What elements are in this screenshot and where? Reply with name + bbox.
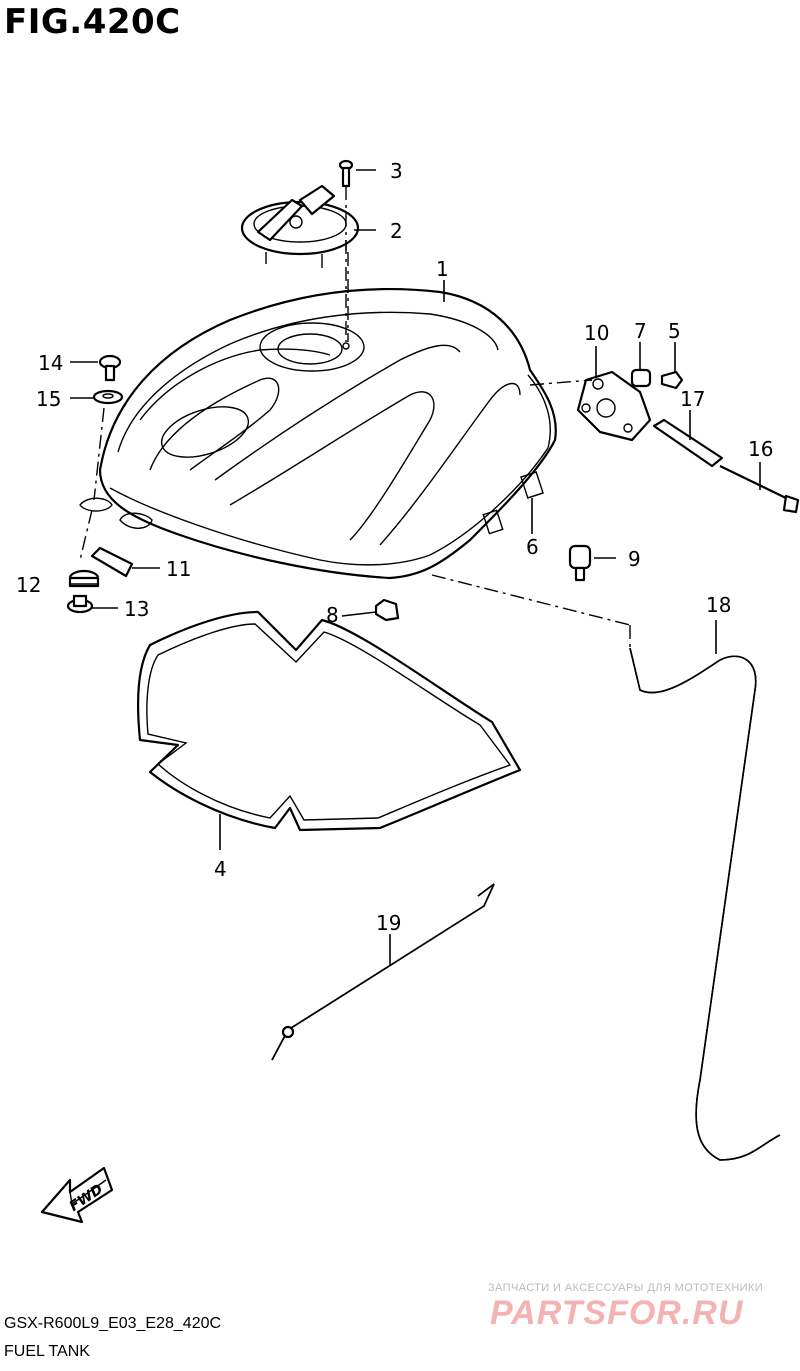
- breather-hose[interactable]: [629, 647, 781, 1161]
- cushion-12[interactable]: [68, 569, 100, 588]
- callout-13: 13: [124, 597, 149, 621]
- screw[interactable]: [338, 159, 354, 188]
- washer-15[interactable]: [92, 389, 124, 405]
- figure-code: GSX-R600L9_E03_E28_420C: [4, 1315, 222, 1332]
- callout-15: 15: [36, 387, 61, 411]
- bolt-14[interactable]: [98, 354, 122, 382]
- callout-10: 10: [584, 321, 609, 345]
- long-bolt[interactable]: [719, 465, 800, 514]
- cushion[interactable]: [374, 598, 400, 622]
- rod[interactable]: [271, 883, 495, 1061]
- callout-19: 19: [376, 911, 401, 935]
- callout-17: 17: [680, 387, 705, 411]
- bolt-small[interactable]: [660, 370, 684, 390]
- callout-5: 5: [668, 319, 681, 343]
- callout-11: 11: [166, 557, 191, 581]
- callout-3: 3: [390, 159, 403, 183]
- callout-1: 1: [436, 257, 449, 281]
- callout-2: 2: [390, 219, 403, 243]
- callout-6: 6: [526, 535, 539, 559]
- pipe-collar[interactable]: [652, 418, 724, 468]
- fuel-cap[interactable]: [240, 184, 360, 268]
- leader-lines: [70, 169, 761, 966]
- callout-16: 16: [748, 437, 773, 461]
- callout-8: 8: [326, 603, 339, 627]
- tank-seal[interactable]: [137, 610, 522, 832]
- clip-11[interactable]: [90, 546, 134, 578]
- fuel-tank[interactable]: [79, 287, 557, 580]
- rubber-mount[interactable]: [568, 544, 592, 582]
- mounting-bracket[interactable]: [576, 370, 652, 442]
- figure-title: FIG.420C: [4, 2, 181, 42]
- collar-13[interactable]: [66, 594, 94, 614]
- callout-14: 14: [38, 351, 63, 375]
- callout-12: 12: [16, 573, 41, 597]
- callout-7: 7: [634, 319, 647, 343]
- watermark-tagline: ЗАПЧАСТИ И АКСЕССУАРЫ ДЛЯ МОТОТЕХНИКИ: [488, 1282, 764, 1294]
- figure-subtitle: FUEL TANK: [4, 1343, 90, 1360]
- callout-18: 18: [706, 593, 731, 617]
- callout-4: 4: [214, 857, 227, 881]
- cushion-collar[interactable]: [630, 368, 652, 388]
- fwd-arrow: FWD: [40, 1166, 114, 1224]
- callout-9: 9: [628, 547, 641, 571]
- watermark-logo: PARTSFOR.RU: [490, 1294, 744, 1332]
- callout-numbers: 1 2 3 4 5 6 7 8 9 10 11 12 13 14 15 16 1…: [16, 159, 773, 935]
